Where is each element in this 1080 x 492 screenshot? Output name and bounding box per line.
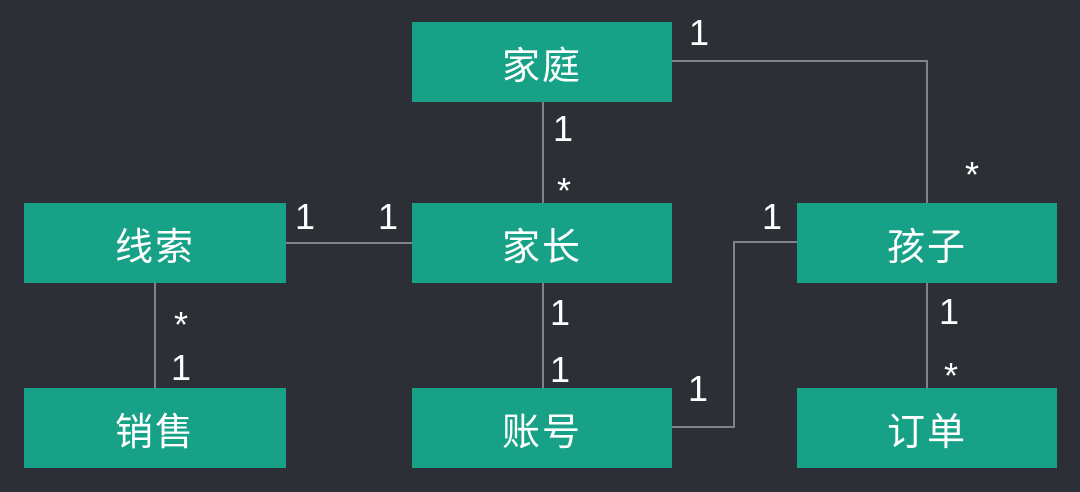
cardinality-family-child-near-family: 1: [688, 12, 710, 53]
edge-lead-sales-line: [154, 283, 156, 388]
cardinality-lead-sales-near-sales: 1: [170, 347, 192, 388]
cardinality-family-parent-near-parent: *: [556, 170, 572, 211]
cardinality-account-child-near-account: 1: [687, 368, 709, 409]
entity-order: 订单: [797, 388, 1057, 468]
entity-parent: 家长: [412, 203, 672, 283]
edge-lead-parent-line: [286, 242, 412, 244]
edge-child-order-line: [926, 283, 928, 388]
entity-family: 家庭: [412, 22, 672, 102]
entity-lead: 线索: [24, 203, 286, 283]
cardinality-family-child-near-child: *: [964, 154, 980, 195]
cardinality-parent-account-near-account: 1: [549, 349, 571, 390]
edge-parent-account-line: [542, 283, 544, 388]
cardinality-child-order-near-order: *: [943, 355, 959, 396]
cardinality-lead-sales-near-lead: *: [173, 304, 189, 345]
edge-account-child-line-h1: [672, 426, 735, 428]
cardinality-parent-account-near-parent: 1: [549, 292, 571, 333]
edge-family-child-line-h: [672, 60, 928, 62]
entity-account: 账号: [412, 388, 672, 468]
edge-account-child-line-v: [733, 241, 735, 428]
cardinality-lead-parent-near-parent: 1: [377, 196, 399, 237]
entity-child: 孩子: [797, 203, 1057, 283]
cardinality-lead-parent-near-lead: 1: [294, 196, 316, 237]
entity-sales: 销售: [24, 388, 286, 468]
cardinality-account-child-near-child: 1: [761, 196, 783, 237]
cardinality-family-parent-near-family: 1: [552, 108, 574, 149]
edge-family-parent-line: [542, 102, 544, 203]
edge-account-child-line-h2: [733, 241, 797, 243]
edge-family-child-line-v: [926, 60, 928, 203]
cardinality-child-order-near-child: 1: [938, 291, 960, 332]
